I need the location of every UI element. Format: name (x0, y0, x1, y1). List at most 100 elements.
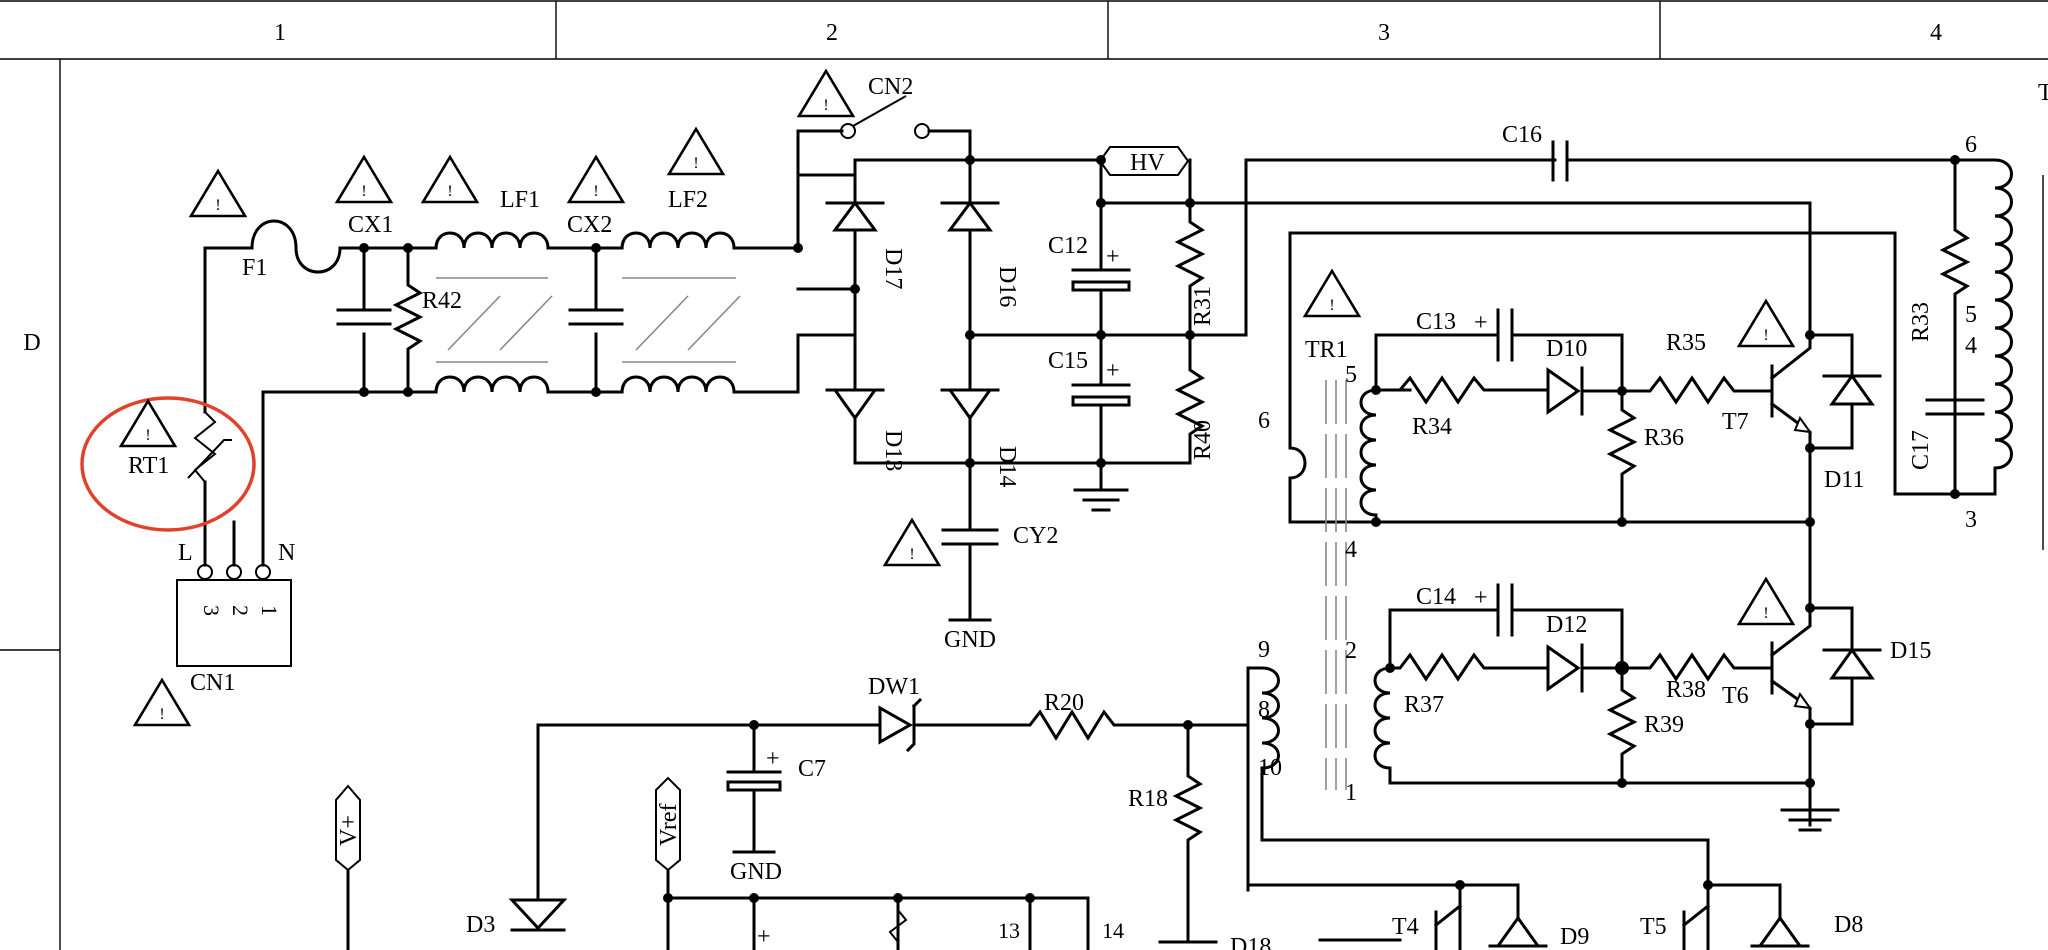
t-pin-5: 5 (1965, 302, 1977, 328)
f1-label: F1 (242, 255, 267, 281)
r31-label: R31 (1190, 286, 1216, 326)
vplus-net-tag (335, 784, 361, 872)
gnd2-label: GND (730, 859, 782, 885)
c7-label: C7 (798, 756, 826, 782)
input-filter-section: 3 2 1 L N CN1 RT1 F1 CX1 R42 (80, 173, 857, 696)
ic-plus-mark: + (757, 924, 771, 950)
r20-label: R20 (1044, 690, 1084, 716)
d11-label: D11 (1824, 467, 1864, 493)
lf2-label: LF2 (668, 187, 708, 213)
lf2-coil-bottom (620, 375, 800, 394)
tr1-lower-drive: 9 8 10 2 1 C14 + R37 D12 R38 R39 T6 D15 (1246, 520, 1931, 892)
tr1-pin-9: 9 (1258, 637, 1270, 663)
t6-label: T6 (1722, 683, 1749, 709)
zone-column-2: 2 (826, 20, 838, 46)
d17-label: D17 (880, 248, 906, 289)
d18-label: D18 (1230, 934, 1271, 950)
warning-icon (335, 155, 393, 204)
vplus-label: V+ (336, 815, 362, 846)
dw1-label: DW1 (868, 674, 920, 700)
vref-label: Vref (656, 803, 682, 846)
t-pin-6: 6 (1965, 132, 1977, 158)
c13-plus-mark: + (1474, 310, 1488, 336)
warning-icon (119, 399, 177, 448)
hv-label: HV (1130, 150, 1165, 176)
r38-label: R38 (1666, 677, 1706, 703)
tr1-upper-drive: TR1 6 5 4 C13 + R34 D10 R35 R36 T7 (1258, 201, 1882, 790)
cn1-pin-1: 1 (257, 605, 282, 616)
r33-label: R33 (1908, 302, 1934, 342)
cn1-pin-2: 2 (228, 605, 253, 616)
c13-label: C13 (1416, 309, 1456, 335)
gnd-label: GND (944, 627, 996, 653)
warning-icon (189, 169, 247, 218)
warning-icon (797, 69, 855, 118)
rt1-label: RT1 (128, 453, 169, 479)
tr1-pin-1: 1 (1345, 780, 1357, 806)
lf1-label: LF1 (500, 187, 540, 213)
zone-column-1: 1 (274, 20, 286, 46)
c17-label: C17 (1908, 430, 1934, 470)
tr1-pin-2: 2 (1345, 638, 1357, 664)
tr1-pin-6: 6 (1258, 408, 1270, 434)
cn1-label: CN1 (190, 670, 235, 696)
c16-label: C16 (1502, 122, 1542, 148)
t7-label: T7 (1722, 409, 1749, 435)
zone-column-4: 4 (1930, 20, 1942, 46)
pin-14-label: 14 (1102, 918, 1124, 943)
tr1-label: TR1 (1305, 337, 1348, 363)
r35-label: R35 (1666, 330, 1706, 356)
c12-plus-mark: + (1106, 244, 1120, 270)
r42-label: R42 (422, 288, 462, 314)
rt1-highlight-circle (80, 396, 256, 532)
lf1-coil-top (434, 231, 558, 250)
lf1-coil-bottom (434, 375, 558, 394)
cn1-pin-3: 3 (199, 605, 224, 616)
r18-label: R18 (1128, 786, 1168, 812)
c15-plus-mark: + (1106, 358, 1120, 384)
r39-label: R39 (1644, 712, 1684, 738)
t-pin-3: 3 (1965, 507, 1977, 533)
control-section: DW1 R20 R18 + C7 GND V+ Vref + 13 14 D3 … (335, 674, 1863, 950)
t-pin-4: 4 (1965, 333, 1977, 359)
cn1-connector (176, 579, 292, 667)
tr1-pin-8: 8 (1258, 697, 1270, 723)
c14-label: C14 (1416, 584, 1456, 610)
r42-resistor (392, 246, 424, 394)
warning-icon (421, 155, 479, 204)
bridge-rectifier: D17 D16 D13 D14 (796, 155, 1192, 487)
warning-icon (883, 518, 941, 567)
c7-plus-mark: + (766, 746, 780, 772)
warning-icon (133, 678, 191, 727)
t4-label: T4 (1392, 914, 1419, 940)
f1-fuse (250, 219, 342, 274)
pin-13-label: 13 (998, 918, 1020, 943)
neutral-label: N (278, 540, 295, 566)
lf2-coil-top (620, 231, 800, 250)
d14-label: D14 (994, 446, 1020, 487)
warning-icon (1303, 269, 1361, 318)
line-label: L (178, 540, 193, 566)
cn2-label: CN2 (868, 74, 913, 100)
r37-label: R37 (1404, 692, 1444, 718)
zone-column-3: 3 (1378, 20, 1390, 46)
vref-net-tag (655, 776, 681, 872)
t5-label: T5 (1640, 914, 1667, 940)
output-transformer-coil (1953, 158, 2013, 496)
cx1-label: CX1 (348, 212, 393, 238)
d16-label: D16 (994, 266, 1020, 307)
warning-icon (667, 127, 725, 176)
warning-icon (1737, 577, 1795, 626)
tr1-pin-5: 5 (1345, 362, 1357, 388)
d3-label: D3 (466, 912, 495, 938)
cy2-label: CY2 (1013, 523, 1058, 549)
tr1-pin-4: 4 (1345, 537, 1357, 563)
rt1-thermistor (193, 411, 217, 483)
cn2-switch: CN2 (796, 74, 972, 250)
zone-row-d: D (23, 330, 40, 356)
c12-label: C12 (1048, 233, 1088, 259)
tr1-pin-10: 10 (1258, 755, 1282, 781)
warning-icon (567, 155, 625, 204)
